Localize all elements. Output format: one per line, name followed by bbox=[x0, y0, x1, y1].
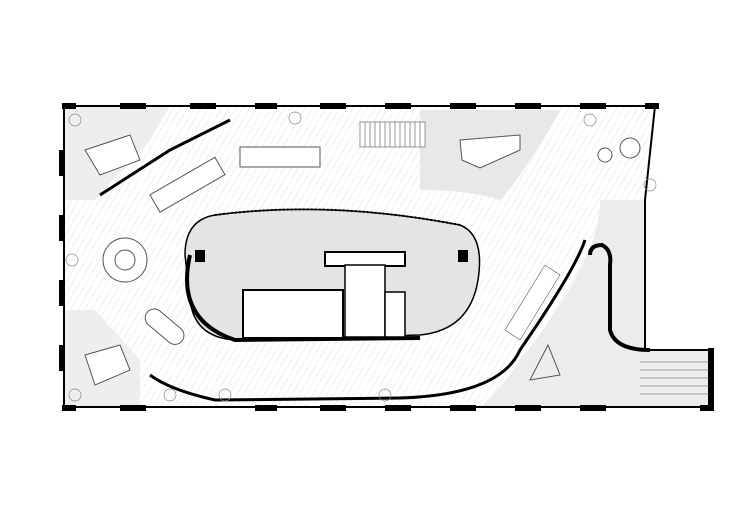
window-piers bbox=[59, 103, 714, 411]
column bbox=[195, 250, 205, 262]
curved-partition bbox=[588, 242, 651, 352]
curved-wall-bottom bbox=[149, 239, 587, 402]
core-dotted-edge bbox=[214, 208, 461, 226]
round-table-icon bbox=[102, 137, 641, 283]
core-service-block bbox=[324, 251, 406, 267]
core-wc-small bbox=[384, 291, 406, 338]
gray-lower-right-area bbox=[480, 200, 710, 407]
column bbox=[458, 250, 468, 262]
exterior-wall bbox=[63, 105, 711, 408]
core-room bbox=[242, 289, 344, 339]
stair-icon bbox=[359, 121, 561, 341]
meeting-table-icon bbox=[84, 134, 561, 386]
core-wc bbox=[344, 264, 386, 338]
bleacher-seating bbox=[640, 361, 710, 395]
curved-wall-left bbox=[99, 118, 231, 197]
plant-icon bbox=[65, 111, 657, 402]
core-curved-wall bbox=[185, 254, 421, 343]
